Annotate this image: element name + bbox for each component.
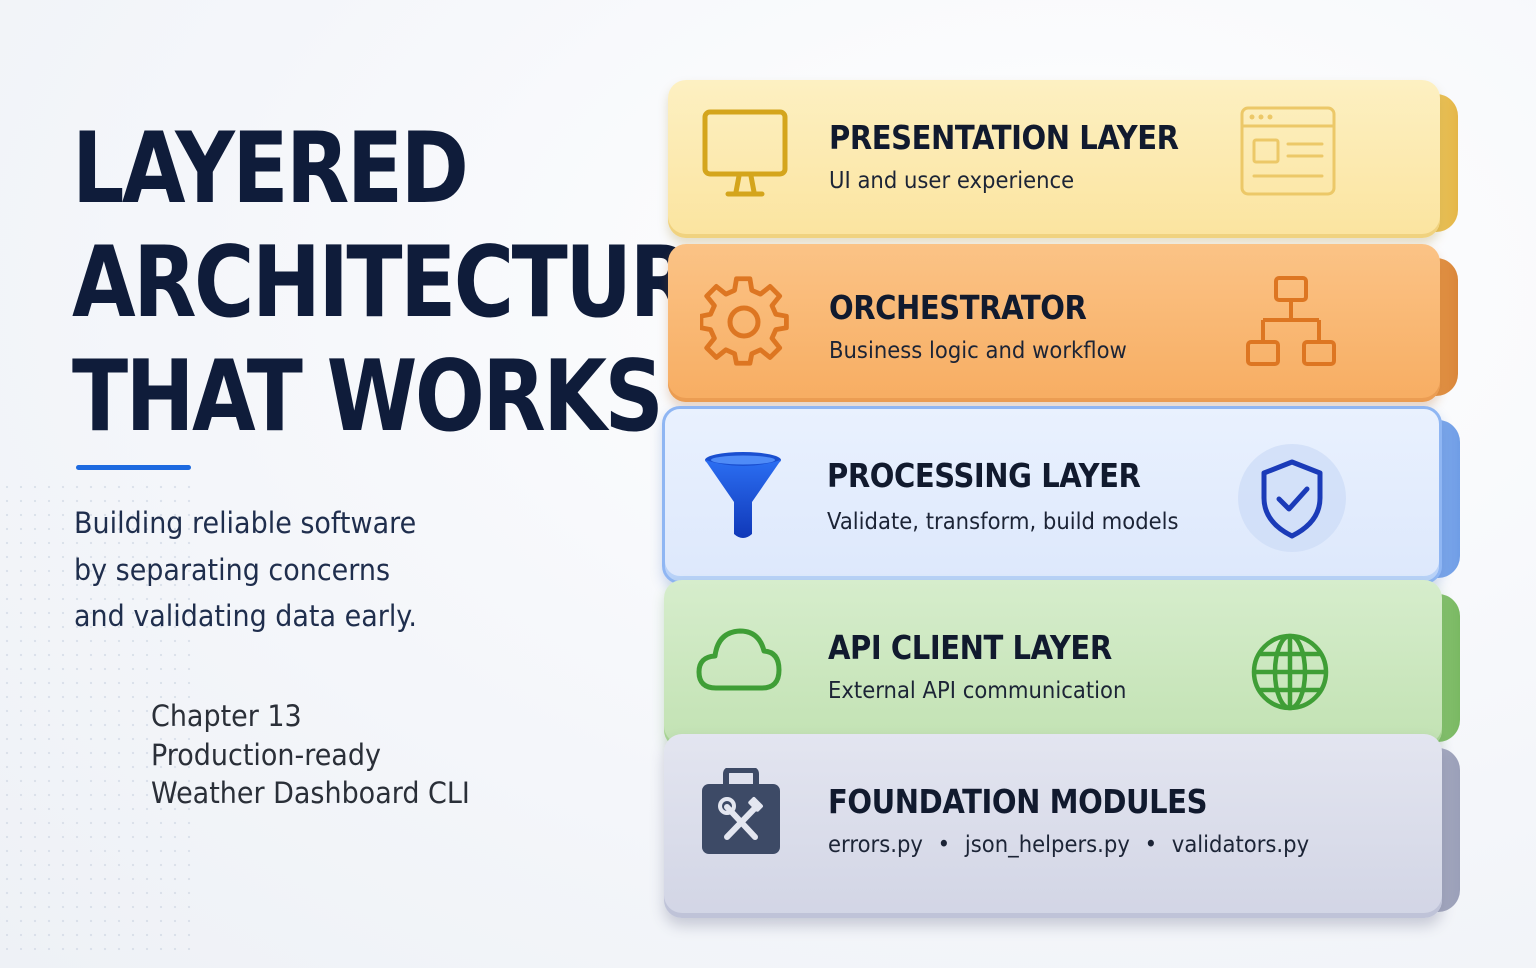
subtitle-line-1: Building reliable software [74, 506, 417, 540]
layer-title: PROCESSING LAYER [827, 456, 1141, 495]
title-line-2: ARCHITECTURE [72, 226, 747, 340]
layer-description: UI and user experience [829, 168, 1075, 194]
chapter-project: Weather Dashboard CLI [151, 776, 470, 810]
file-name: validators.py [1171, 832, 1310, 858]
chapter-number: Chapter 13 [151, 699, 302, 733]
chapter-info: Chapter 13 Production-ready Weather Dash… [151, 697, 470, 813]
accent-underline [76, 465, 191, 470]
layer-title: ORCHESTRATOR [829, 288, 1087, 327]
globe-icon [1251, 633, 1329, 711]
layer-foundation: FOUNDATION MODULES errors.py • json_helper… [664, 734, 1460, 918]
layer-title: PRESENTATION LAYER [829, 118, 1179, 157]
funnel-icon [705, 452, 781, 538]
subtitle-line-2: by separating concerns [74, 552, 391, 587]
monitor-icon [702, 109, 788, 197]
layer-api-client: API CLIENT LAYER External API communicat… [664, 580, 1460, 748]
file-name: json_helpers.py [964, 832, 1130, 858]
layer-title: FOUNDATION MODULES [828, 782, 1208, 821]
layer-orchestrator: ORCHESTRATOR Business logic and workflow [668, 244, 1458, 402]
subtitle-line-3: and validating data early. [74, 599, 418, 633]
shield-check-icon [1238, 444, 1346, 552]
layer-presentation: PRESENTATION LAYER UI and user experienc… [668, 80, 1458, 238]
gear-icon [700, 276, 789, 366]
title-line-1: LAYERED [72, 112, 469, 226]
layer-description: External API communication [828, 678, 1127, 704]
subtitle: Building reliable software by separating… [74, 500, 417, 640]
browser-window-icon [1240, 106, 1336, 196]
cloud-icon [696, 628, 782, 691]
hierarchy-icon [1246, 276, 1336, 366]
separator: • [937, 832, 951, 858]
toolbox-icon [702, 768, 780, 854]
file-name: errors.py [828, 832, 923, 858]
separator: • [1144, 832, 1158, 858]
layer-description: Business logic and workflow [829, 338, 1127, 364]
layer-title: API CLIENT LAYER [828, 628, 1112, 667]
layer-processing: PROCESSING LAYER Validate, transform, bu… [662, 406, 1460, 584]
dot-pattern [0, 480, 200, 960]
file-list: errors.py • json_helpers.py • validators.py [828, 832, 1309, 858]
page-title: LAYERED ARCHITECTURE THAT WORKS [72, 112, 747, 454]
layer-description: Validate, transform, build models [827, 509, 1179, 535]
chapter-subtitle: Production-ready [151, 737, 381, 772]
title-line-3: THAT WORKS [72, 340, 664, 454]
